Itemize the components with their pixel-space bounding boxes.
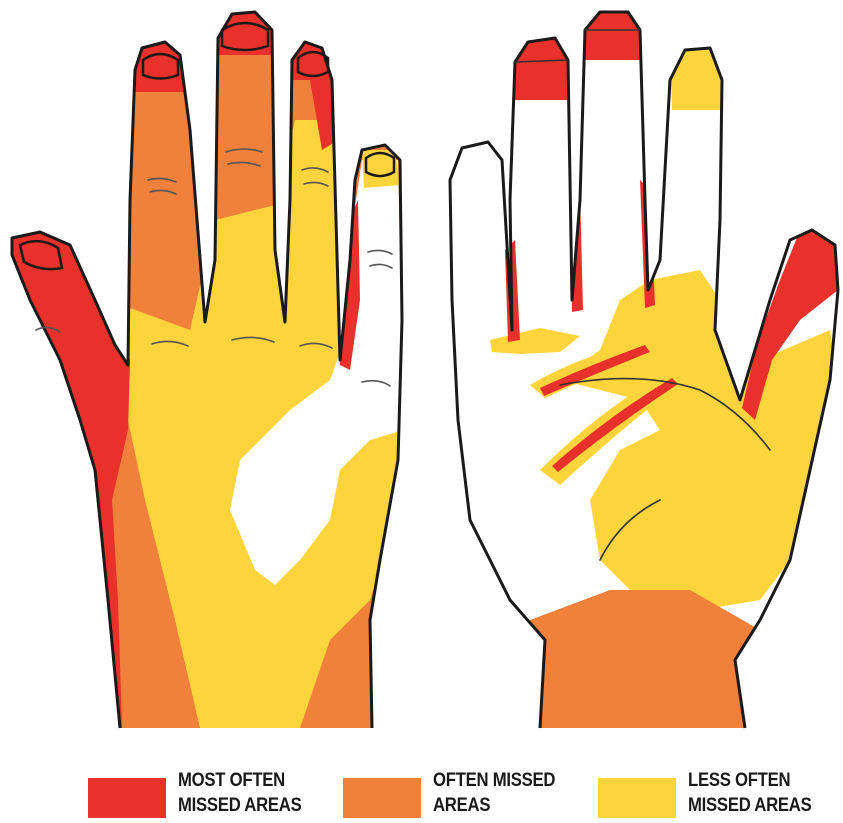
legend-label-line2: MISSED AREAS (688, 793, 829, 818)
legend-label-line1: LESS OFTEN (688, 768, 829, 793)
hand-diagram (0, 0, 843, 760)
less-often-swatch (598, 778, 676, 818)
legend-label-line1: OFTEN MISSED (433, 768, 574, 793)
legend-label: OFTEN MISSED AREAS (433, 768, 574, 818)
most-often-swatch (88, 778, 166, 818)
palm-of-hand (430, 0, 843, 760)
legend-label-line2: AREAS (433, 793, 574, 818)
legend-label: LESS OFTEN MISSED AREAS (688, 768, 829, 818)
legend-label: MOST OFTEN MISSED AREAS (178, 768, 319, 818)
legend: MOST OFTEN MISSED AREAS OFTEN MISSED ARE… (0, 760, 843, 823)
legend-label-line1: MOST OFTEN (178, 768, 319, 793)
back-of-hand (0, 0, 420, 760)
palm-wrist-often (530, 590, 760, 728)
legend-label-line2: MISSED AREAS (178, 793, 319, 818)
back-thumb-most-often (0, 220, 130, 728)
often-swatch (343, 778, 421, 818)
